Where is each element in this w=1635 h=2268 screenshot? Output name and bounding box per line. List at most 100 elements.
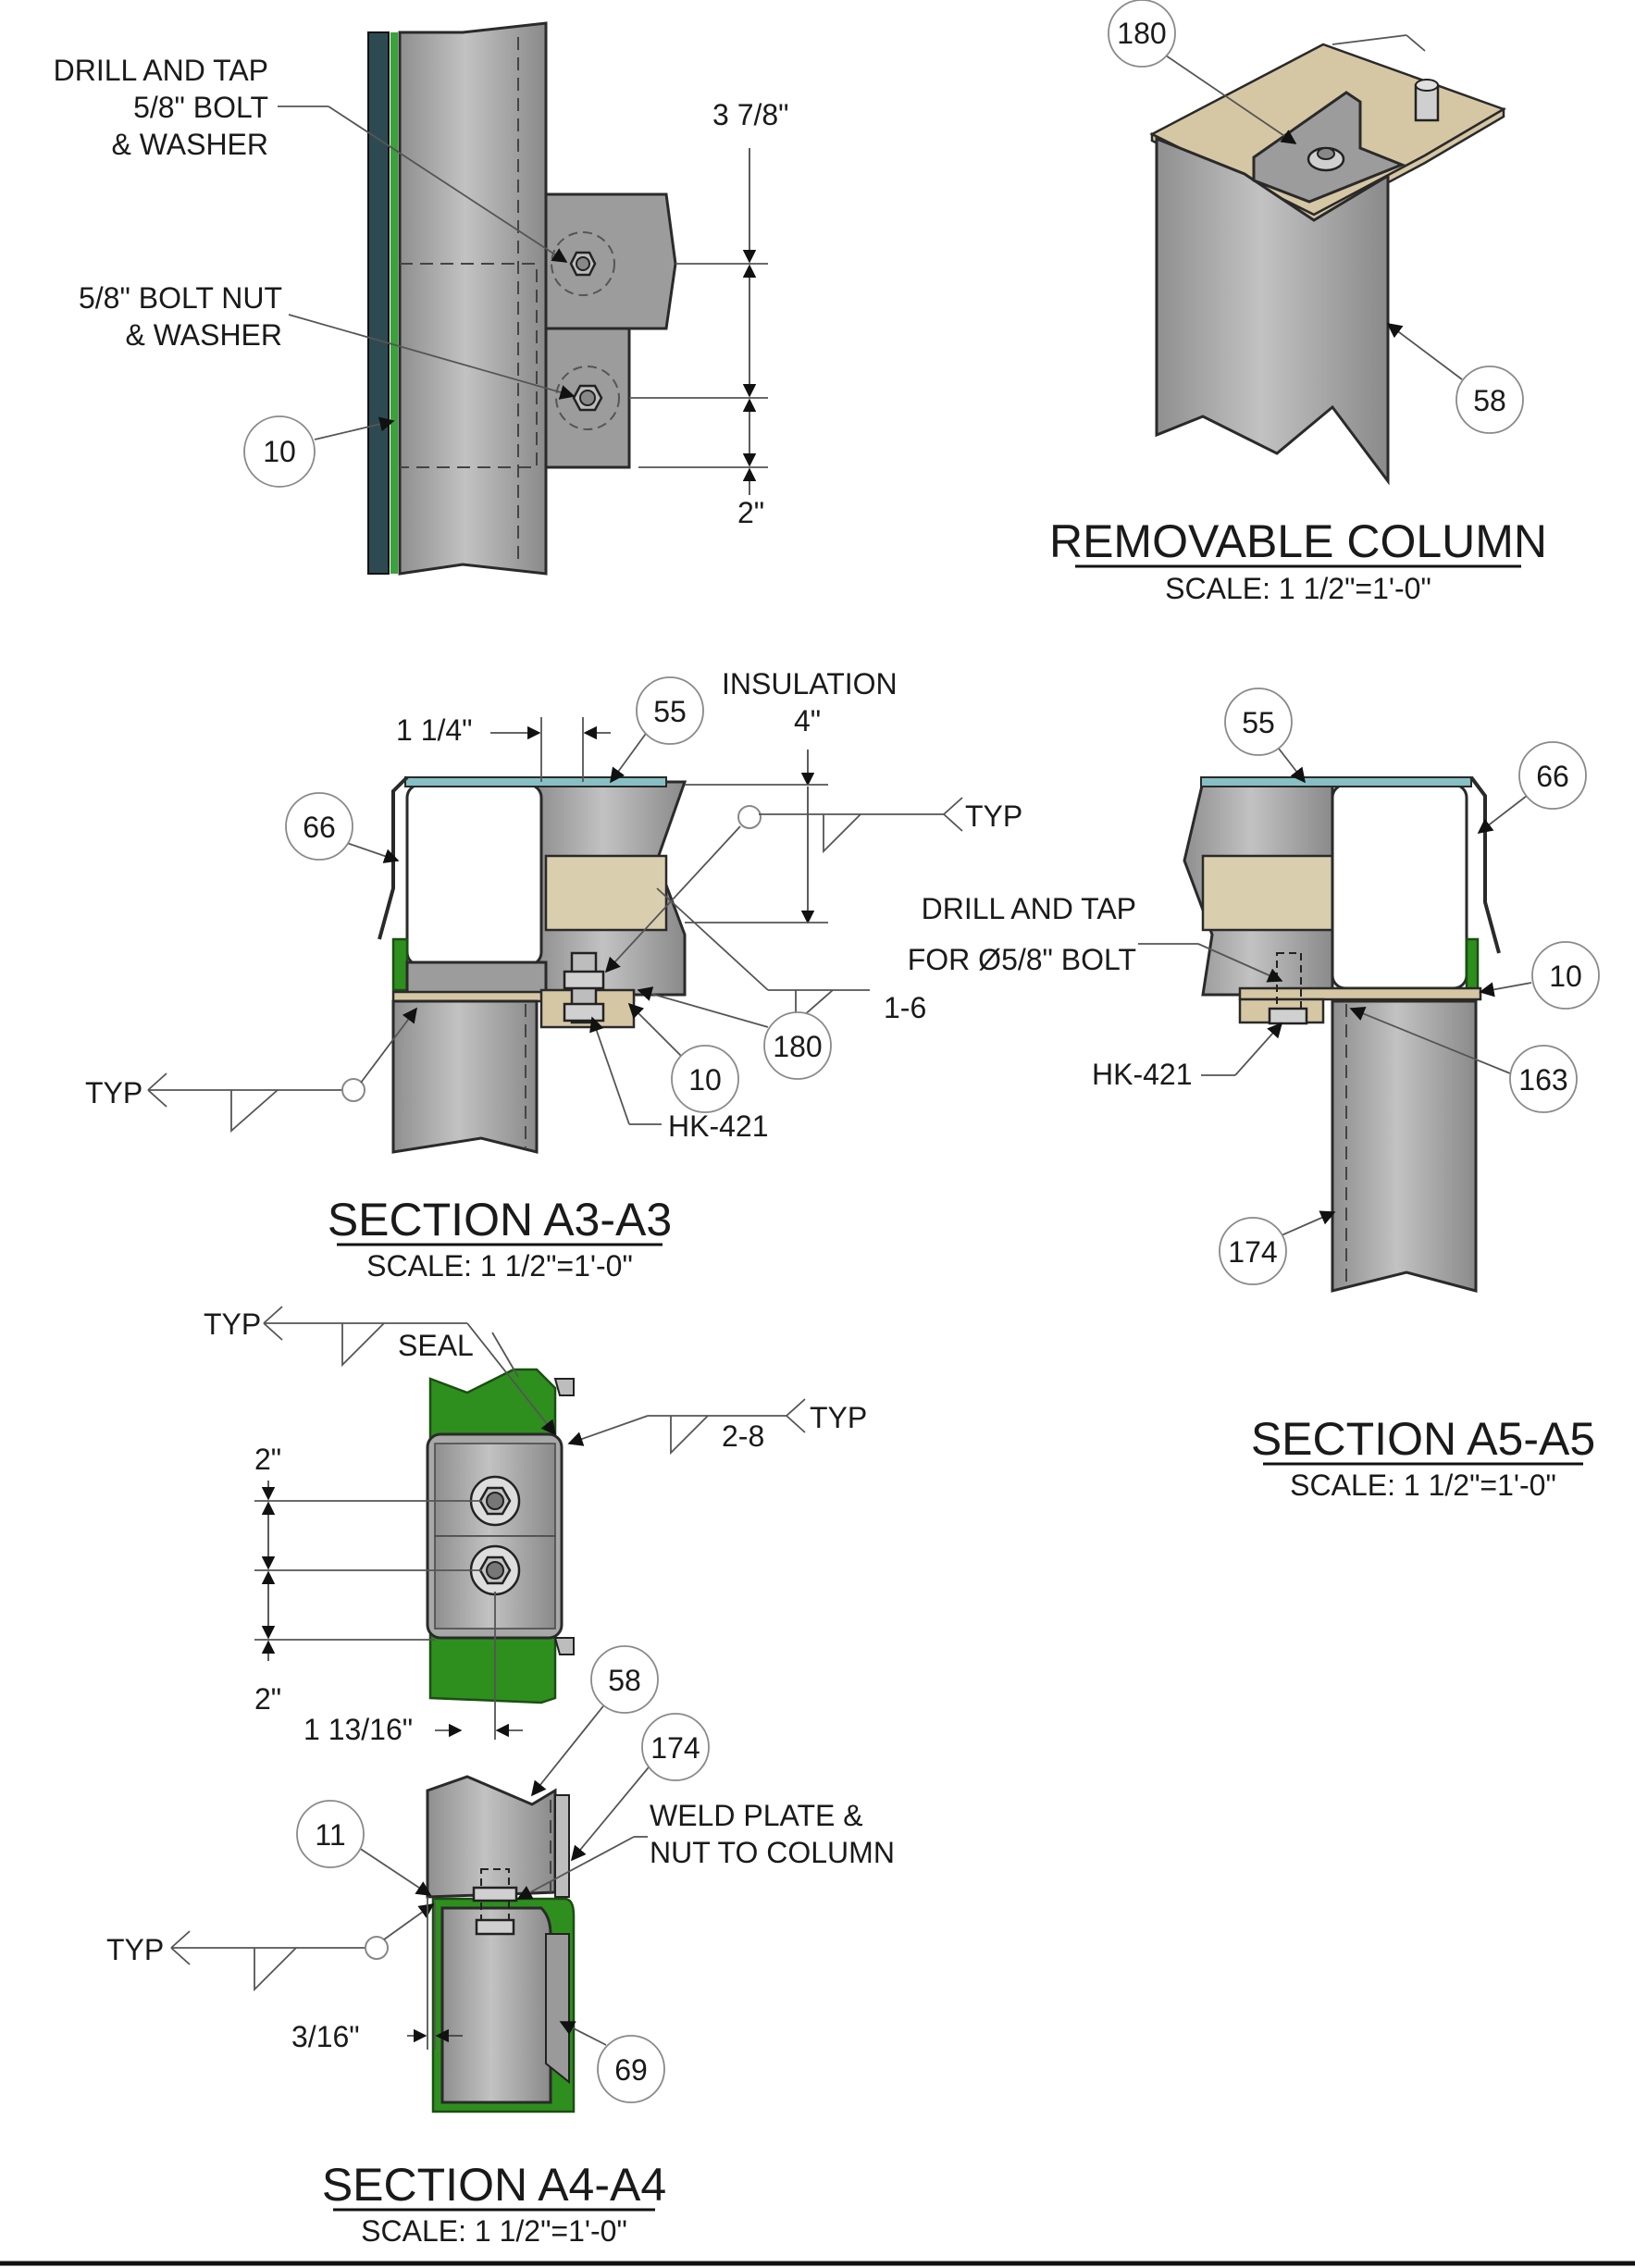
svg-text:TYP: TYP: [106, 1933, 164, 1966]
column-body: [398, 21, 548, 576]
removable-column-scale: SCALE: 1 1/2"=1'-0": [1165, 572, 1431, 605]
svg-text:58: 58: [608, 1664, 641, 1697]
callout-55-a5: 55: [1224, 688, 1306, 784]
svg-text:180: 180: [1117, 17, 1166, 50]
section-a3-scale: SCALE: 1 1/2"=1'-0": [366, 1249, 633, 1283]
callout-55-a3: 55: [610, 676, 704, 784]
support-column-a5: [1331, 999, 1478, 1293]
callout-174-a5: 174: [1219, 1210, 1336, 1285]
support-column: [391, 999, 539, 1154]
drill-tap-note-line1: DRILL AND TAP: [54, 54, 268, 87]
svg-text:11: 11: [315, 1818, 345, 1852]
weld-symbol-typ-left-a4: TYP: [106, 1903, 435, 1992]
cover-channel: [378, 775, 409, 940]
bolt-lower-icon: [555, 366, 620, 430]
section-a5-scale: SCALE: 1 1/2"=1'-0": [1290, 1469, 1556, 1502]
svg-text:174: 174: [1228, 1235, 1277, 1269]
insulation-note: INSULATION: [722, 667, 898, 700]
svg-text:TYP: TYP: [85, 1076, 142, 1109]
drill-tap-note-line3: & WASHER: [112, 128, 269, 161]
svg-text:TYP: TYP: [965, 799, 1022, 833]
dim-3-16: 3/16": [291, 2020, 360, 2053]
tube-section: [405, 783, 543, 967]
svg-text:69: 69: [614, 2053, 648, 2087]
dim-1-13-16: 1 13/16": [303, 1713, 413, 1746]
svg-text:10: 10: [263, 435, 296, 468]
svg-text:180: 180: [773, 1030, 822, 1063]
callout-58-a4: 58: [530, 1645, 659, 1797]
callout-163-a5: 163: [1349, 1006, 1578, 1113]
callout-10-a3: 10: [627, 1002, 739, 1113]
nut-note-line1: 5/8" BOLT NUT: [79, 281, 282, 315]
svg-text:TYP: TYP: [810, 1401, 867, 1434]
column-lower-a4: [426, 1775, 557, 1899]
dim-1-1-4: 1 1/4": [396, 713, 473, 747]
callout-11-a4: 11: [296, 1800, 432, 1896]
callout-174-a4: 174: [570, 1713, 710, 1862]
dim-insulation: 4": [794, 704, 821, 737]
svg-text:2-8: 2-8: [722, 1419, 764, 1453]
svg-text:174: 174: [650, 1731, 700, 1765]
weld-note-a4-line2: NUT TO COLUMN: [650, 1836, 895, 1869]
removable-column-title: REMOVABLE COLUMN: [1049, 515, 1547, 567]
weld-symbol-typ-left: TYP: [85, 1007, 417, 1133]
cover-channel-a5: [1469, 775, 1501, 954]
drill-tap-note-line2: 5/8" BOLT: [133, 91, 268, 124]
section-a4-scale: SCALE: 1 1/2"=1'-0": [361, 2214, 627, 2248]
hk421-a3-label: HK-421: [589, 1016, 769, 1143]
section-a3-view: 1 1/4" INSULATION 4" TYP 1-6 55: [85, 667, 1022, 1283]
panel-top: [404, 776, 667, 787]
svg-text:55: 55: [1242, 706, 1275, 739]
svg-text:HK-421: HK-421: [668, 1109, 769, 1143]
nut-icon: [1307, 146, 1345, 172]
callout-180: 180: [1108, 0, 1297, 144]
weld-symbol-2-8: 2-8 TYP: [567, 1398, 867, 1456]
wall-panel-green: [390, 32, 398, 574]
weld-symbol-typ-top: TYP: [204, 1306, 557, 1436]
drill-note-a5-line2: FOR Ø5/8" BOLT: [908, 943, 1136, 976]
bolt-a3-icon: [563, 951, 605, 1024]
svg-text:TYP: TYP: [204, 1308, 261, 1341]
hk421-a5-label: HK-421: [1092, 1058, 1193, 1091]
column-post: [1155, 136, 1390, 486]
callout-58: 58: [1386, 323, 1524, 434]
section-a5-view: 55 66 10 163 174 DRILL AND TAP FOR Ø5/8"…: [908, 688, 1600, 1502]
svg-text:55: 55: [653, 695, 687, 728]
bolt-upper-icon: [551, 231, 615, 296]
svg-text:1-6: 1-6: [884, 991, 926, 1024]
svg-text:58: 58: [1473, 384, 1506, 417]
insulation-block: [544, 854, 668, 932]
bolt-a4-weld-icon: [472, 1868, 518, 1936]
weld-note-a4-line1: WELD PLATE &: [650, 1799, 863, 1832]
section-a3-title: SECTION A3-A3: [328, 1194, 672, 1246]
nut-note-line2: & WASHER: [126, 318, 283, 352]
bolt-a5-icon: [1268, 952, 1308, 1025]
callout-10-a5: 10: [1479, 941, 1600, 1010]
svg-text:163: 163: [1518, 1063, 1567, 1097]
section-a5-title: SECTION A5-A5: [1251, 1413, 1595, 1465]
clip-angle-upper: [544, 192, 677, 330]
callout-10: 10: [243, 415, 395, 488]
svg-text:66: 66: [303, 811, 336, 844]
svg-text:10: 10: [688, 1063, 722, 1097]
svg-text:66: 66: [1536, 760, 1569, 793]
seal-label: SEAL: [398, 1329, 474, 1362]
callout-69-a4: 69: [559, 2021, 665, 2103]
tube-section-a5: [1331, 783, 1468, 990]
weld-symbol-1-6: 1-6: [656, 887, 926, 1024]
callout-180-a3: 180: [637, 986, 832, 1080]
drill-note-a5-line1: DRILL AND TAP: [922, 892, 1136, 925]
dim-3-7-8: 3 7/8": [712, 98, 789, 131]
top-left-detail: 3 7/8" 2" DRILL AND TAP 5/8" BOLT & WASH…: [54, 21, 789, 576]
callout-66-a5: 66: [1477, 741, 1587, 834]
dim-2: 2": [737, 496, 764, 529]
section-a4-title: SECTION A4-A4: [322, 2159, 666, 2211]
dim-2-bottom-a4: 2": [254, 1682, 281, 1716]
dim-2-top-a4: 2": [254, 1443, 281, 1476]
stud-icon: [1414, 79, 1440, 122]
callout-66-a3: 66: [285, 792, 400, 863]
weld-symbol-typ-right: TYP: [604, 797, 1022, 973]
svg-text:10: 10: [1549, 960, 1582, 993]
removable-column-view: 180 58 REMOVABLE COLUMN SCALE: 1 1/2"=1'…: [1049, 0, 1547, 605]
